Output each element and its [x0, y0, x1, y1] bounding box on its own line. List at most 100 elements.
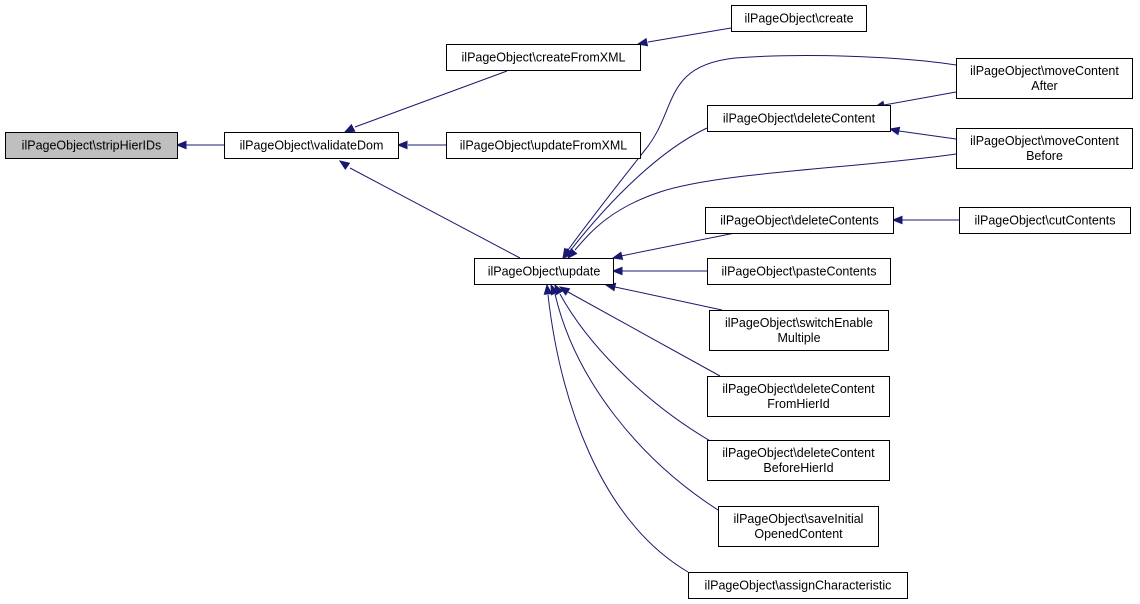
- node-box: [224, 132, 399, 159]
- node-box: [956, 58, 1133, 99]
- edge-moveContentBefore-to-deleteContent: [888, 126, 957, 140]
- node-label: After: [1031, 79, 1057, 93]
- node-label: ilPageObject\switchEnable: [725, 316, 873, 330]
- node-box: [688, 572, 908, 599]
- edge-line: [554, 293, 719, 511]
- edge-arrowhead: [175, 140, 187, 150]
- node-paste-contents[interactable]: ilPageObject\pasteContents: [707, 258, 891, 285]
- edge-updateFromXML-to-validateDom: [396, 140, 446, 150]
- node-label: ilPageObject\stripHierIDs: [22, 139, 162, 153]
- node-label: ilPageObject\assignCharacteristic: [705, 579, 892, 593]
- node-box: [446, 44, 641, 71]
- edge-line: [620, 232, 736, 257]
- node-assign-characteristic[interactable]: ilPageObject\assignCharacteristic: [688, 572, 908, 599]
- node-box: [446, 132, 641, 159]
- edge-moveContentBefore-to-update: [567, 153, 957, 260]
- edge-moveContentAfter-to-update: [562, 55, 957, 260]
- edge-line: [569, 127, 708, 252]
- node-update[interactable]: ilPageObject\update: [474, 258, 614, 285]
- node-label: BeforeHierId: [763, 461, 833, 475]
- node-delete-contents[interactable]: ilPageObject\deleteContents: [705, 207, 894, 234]
- node-label: ilPageObject\cutContents: [974, 214, 1115, 228]
- edge-arrowhead: [888, 126, 901, 136]
- edge-createFromXML-to-validateDom: [343, 70, 508, 133]
- edge-deleteContentBeforeHierId-to-update: [554, 283, 713, 443]
- edge-update-to-validateDom: [338, 160, 521, 259]
- edge-validateDom-to-stripHierIDs: [175, 140, 224, 150]
- node-label: ilPageObject\update: [488, 265, 601, 279]
- edge-switchEnableMultiple-to-update: [604, 282, 723, 311]
- node-validate-dom[interactable]: ilPageObject\validateDom: [224, 132, 399, 159]
- node-label: ilPageObject\validateDom: [240, 139, 384, 153]
- node-box: [474, 258, 614, 285]
- edge-line: [898, 130, 957, 140]
- node-label: ilPageObject\create: [744, 12, 853, 26]
- edge-arrowhead: [550, 283, 559, 296]
- edge-line: [883, 91, 957, 106]
- node-box: [707, 440, 890, 481]
- node-update-from-xml[interactable]: ilPageObject\updateFromXML: [446, 132, 641, 159]
- edge-arrowhead: [611, 266, 623, 276]
- edge-arrowhead: [396, 140, 408, 150]
- node-create-from-xml[interactable]: ilPageObject\createFromXML: [446, 44, 641, 71]
- node-label: ilPageObject\pasteContents: [722, 265, 877, 279]
- edge-cutContents-to-deleteContents: [891, 215, 959, 225]
- node-box: [707, 376, 890, 417]
- node-box: [956, 128, 1133, 169]
- edge-pasteContents-to-update: [611, 266, 707, 276]
- edge-line: [614, 286, 723, 311]
- edge-line: [349, 167, 521, 259]
- node-create[interactable]: ilPageObject\create: [731, 5, 867, 32]
- edges-layer: [175, 27, 959, 573]
- edge-arrowhead: [343, 123, 356, 133]
- node-label: OpenedContent: [754, 527, 843, 541]
- node-box: [5, 132, 178, 159]
- edge-line: [574, 153, 957, 251]
- node-label: ilPageObject\saveInitial: [734, 512, 864, 526]
- edge-assignCharacteristic-to-update: [543, 283, 689, 573]
- edge-arrowhead: [567, 248, 578, 260]
- node-delete-content[interactable]: ilPageObject\deleteContent: [707, 105, 891, 132]
- node-label: ilPageObject\deleteContents: [720, 214, 878, 228]
- edge-deleteContentFromHierId-to-update: [558, 286, 721, 377]
- edge-arrowhead: [891, 215, 903, 225]
- node-cut-contents[interactable]: ilPageObject\cutContents: [959, 207, 1131, 234]
- nodes-layer: ilPageObject\stripHierIDs ilPageObject\va…: [5, 5, 1133, 599]
- edge-line: [559, 293, 713, 443]
- edge-line: [567, 55, 957, 251]
- node-label: ilPageObject\createFromXML: [462, 51, 626, 65]
- node-box: [718, 506, 879, 547]
- node-strip-hier-ids[interactable]: ilPageObject\stripHierIDs: [5, 132, 178, 159]
- node-label: ilPageObject\deleteContent: [723, 112, 876, 126]
- edge-arrowhead: [611, 251, 624, 260]
- node-box: [731, 5, 867, 32]
- edge-line: [647, 27, 732, 43]
- node-label: ilPageObject\updateFromXML: [460, 139, 627, 153]
- edge-arrowhead: [338, 160, 351, 170]
- node-box: [705, 207, 894, 234]
- edge-line: [354, 70, 508, 128]
- node-box: [707, 258, 891, 285]
- node-label: Before: [1026, 149, 1063, 163]
- node-label: ilPageObject\moveContent: [970, 64, 1119, 78]
- node-label: ilPageObject\moveContent: [970, 134, 1119, 148]
- node-label: ilPageObject\deleteContent: [722, 446, 875, 460]
- node-label: FromHierId: [767, 397, 830, 411]
- edge-arrowhead: [562, 247, 572, 260]
- edge-arrowhead: [543, 283, 553, 295]
- node-box: [707, 105, 891, 132]
- node-box: [959, 207, 1131, 234]
- edge-line: [567, 291, 721, 377]
- edge-create-to-createFromXML: [636, 27, 732, 47]
- node-label: ilPageObject\deleteContent: [722, 382, 875, 396]
- edge-saveInitialOpenedContent-to-update: [550, 283, 719, 511]
- node-box: [709, 310, 889, 351]
- node-label: Multiple: [777, 331, 820, 345]
